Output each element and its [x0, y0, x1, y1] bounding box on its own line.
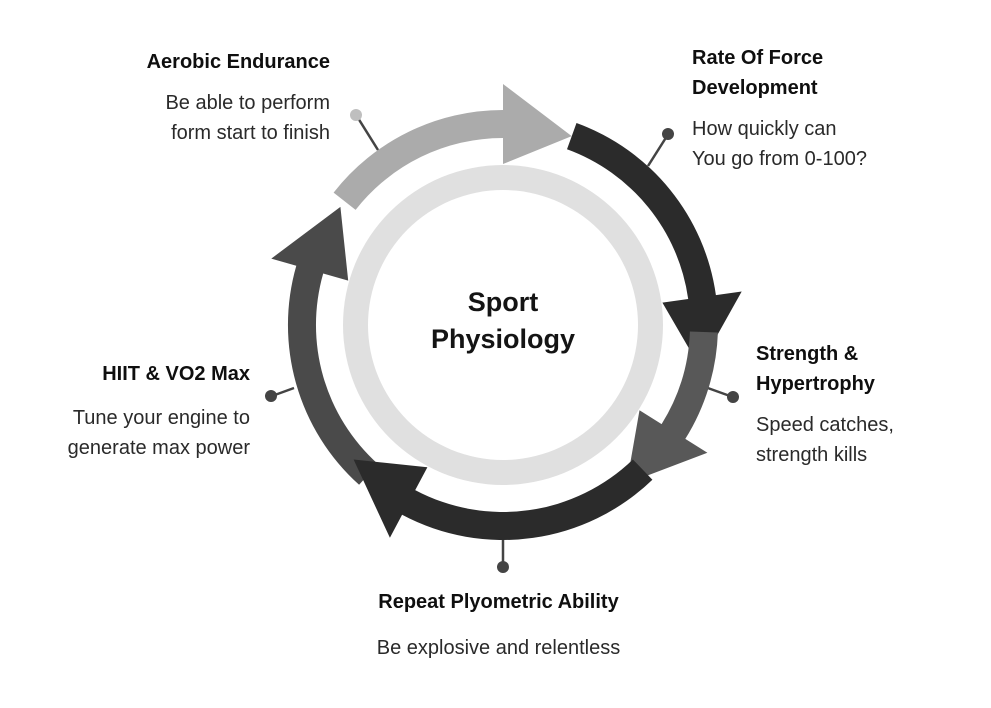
- ring-segments: [271, 84, 742, 540]
- connector-aerobic-line: [356, 117, 380, 151]
- stage-plyo-desc: Be explosive and relentless: [376, 637, 621, 659]
- segment-strength: [626, 331, 718, 484]
- stage-rfd-desc-line2: You go from 0-100?: [692, 148, 867, 170]
- stage-strength-desc-line1: Speed catches,: [756, 414, 894, 436]
- segment-plyo: [353, 459, 653, 540]
- stage-strength-title: Strength & Hypertrophy: [756, 339, 976, 399]
- center-title-line2: Physiology: [430, 324, 576, 354]
- stage-rfd-title-line1: Rate Of Force: [692, 47, 824, 69]
- stage-plyo-title: Repeat Plyometric Ability: [378, 591, 619, 613]
- connector-rfd-dot: [662, 128, 674, 140]
- stage-rfd-desc: How quickly can You go from 0-100?: [692, 114, 952, 174]
- stage-rfd-title: Rate Of Force Development: [692, 43, 952, 103]
- stage-strength-title-line1: Strength &: [756, 343, 859, 365]
- segment-rfd: [567, 123, 742, 367]
- stage-rfd-desc-line1: How quickly can: [692, 118, 837, 140]
- segment-hiit: [271, 206, 378, 485]
- stage-strength-hypertrophy: Strength & Hypertrophy Speed catches, st…: [756, 339, 976, 470]
- stage-strength-desc: Speed catches, strength kills: [756, 410, 976, 470]
- stage-aerobic-desc-line1: Be able to perform: [165, 92, 330, 114]
- segment-aerobic: [333, 84, 572, 210]
- stage-aerobic-endurance: Aerobic Endurance Be able to perform for…: [60, 47, 330, 148]
- connector-plyo-dot: [497, 561, 509, 573]
- center-title: Sport Physiology: [403, 284, 603, 358]
- center-title-line1: Sport: [467, 287, 539, 317]
- stage-hiit-desc: Tune your engine to generate max power: [20, 403, 250, 463]
- connectors: [265, 109, 739, 573]
- connector-strength-dot: [727, 391, 739, 403]
- stage-rate-of-force-development: Rate Of Force Development How quickly ca…: [692, 43, 952, 174]
- stage-hiit-desc-line2: generate max power: [67, 437, 250, 459]
- center-disc: [368, 190, 638, 460]
- stage-hiit-title: HIIT & VO2 Max: [102, 363, 250, 385]
- stage-repeat-plyometric-ability: Repeat Plyometric Ability Be explosive a…: [330, 587, 667, 663]
- stage-aerobic-desc-line2: form start to finish: [171, 122, 330, 144]
- stage-hiit-desc-line1: Tune your engine to: [72, 407, 250, 429]
- connector-rfd-line: [646, 135, 669, 167]
- stage-aerobic-title: Aerobic Endurance: [146, 51, 330, 73]
- connector-aerobic-dot: [350, 109, 362, 121]
- stage-strength-desc-line2: strength kills: [756, 444, 868, 466]
- stage-hiit-vo2-max: HIIT & VO2 Max Tune your engine to gener…: [20, 359, 250, 463]
- stage-strength-title-line2: Hypertrophy: [756, 373, 875, 395]
- stage-rfd-title-line2: Development: [692, 77, 818, 99]
- connector-strength-line: [704, 385, 731, 398]
- connector-hiit-dot: [265, 390, 277, 402]
- stage-aerobic-desc: Be able to perform form start to finish: [60, 88, 330, 148]
